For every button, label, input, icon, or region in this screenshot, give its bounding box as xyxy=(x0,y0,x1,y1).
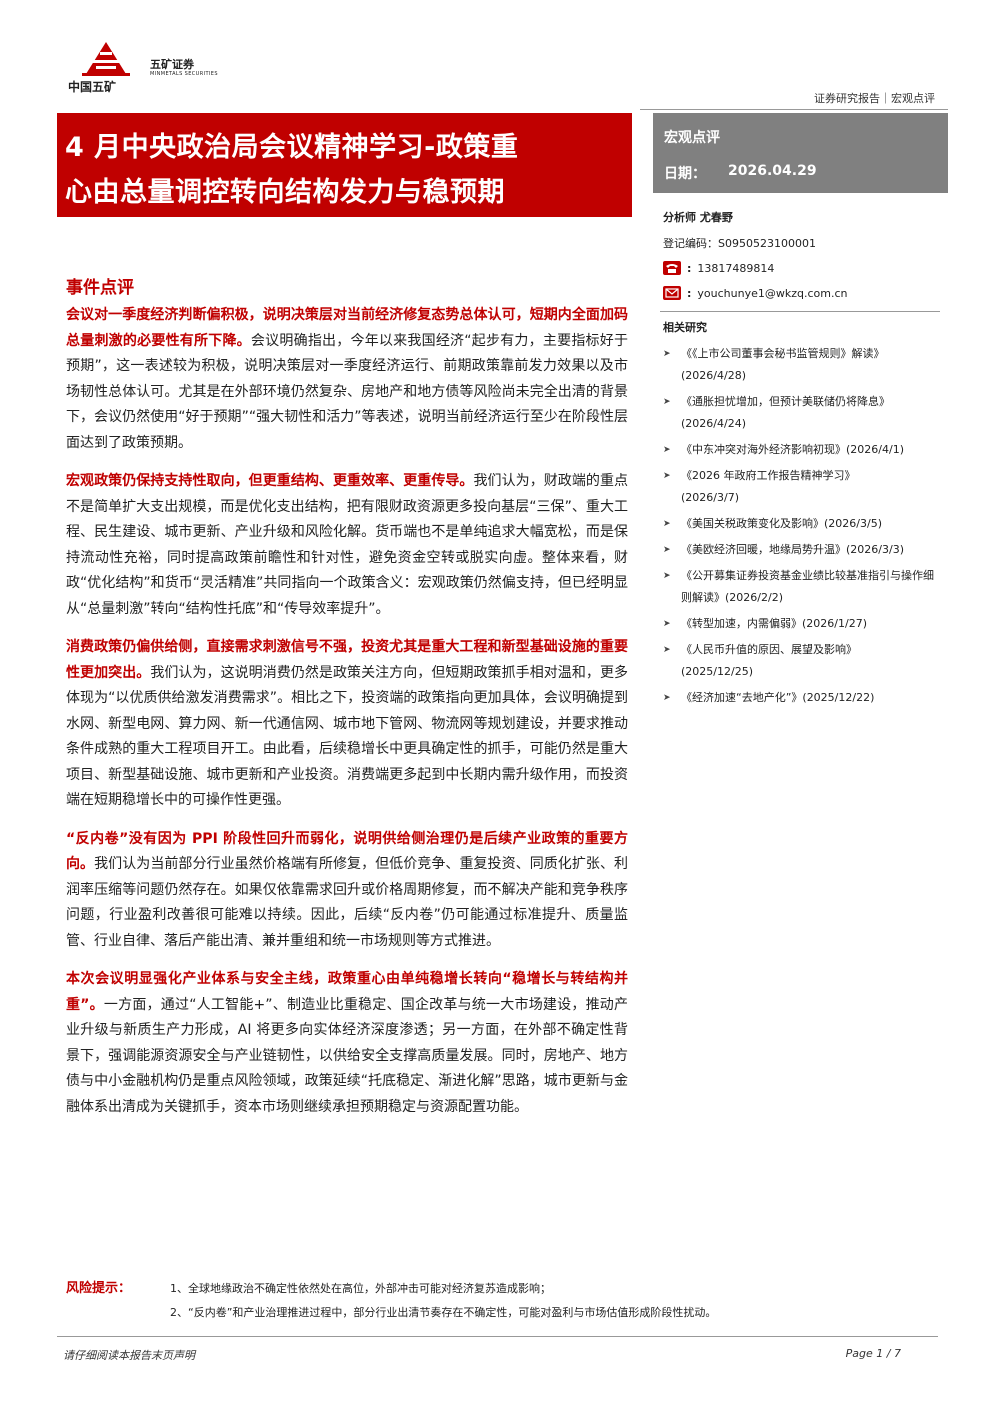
risk-warning: 风险提示： 1、全球地缘政治不确定性依然处在高位，外部冲击可能对经济复苏造成影响… xyxy=(66,1277,946,1325)
report-title-box: 4 月中央政治局会议精神学习-政策重 心由总量调控转向结构发力与稳预期 xyxy=(57,113,632,217)
report-category: 宏观点评 xyxy=(664,130,720,146)
bullet-arrow-icon: ➤ xyxy=(663,349,671,359)
logo-group-name: 中国五矿 xyxy=(68,80,117,94)
bullet-arrow-icon: ➤ xyxy=(663,693,671,703)
paragraph-highlight: 宏观政策仍保持支持性取向，但更重结构、更重效率、更重传导。 xyxy=(66,473,474,489)
related-item[interactable]: ➤《《上市公司董事会秘书监管规则》解读》(2026/4/28) xyxy=(663,343,943,387)
analyst-registration: 登记编码：S0950523100001 xyxy=(663,237,816,250)
related-item[interactable]: ➤《公开募集证券投资基金业绩比较基准指引与操作细则解读》(2026/2/2) xyxy=(663,565,943,609)
company-logo: 中国五矿 五矿证券 MINMETALS SECURITIES xyxy=(60,40,220,98)
sidebar-divider xyxy=(660,311,940,312)
paragraph-text: 我们认为，财政端的重点不是简单扩大支出规模，而是优化支出结构，把有限财政资源更多… xyxy=(66,473,629,617)
paragraph-highlight: 会议对一季度经济判断偏积极，说明决策层对当前经济修复态势总体认可，短期内全面加码… xyxy=(66,307,628,349)
related-item[interactable]: ➤《美国关税政策变化及影响》(2026/3/5) xyxy=(663,513,943,535)
related-research-title: 相关研究 xyxy=(663,321,707,334)
bullet-arrow-icon: ➤ xyxy=(663,471,671,481)
body-paragraph: “反内卷”没有因为 PPI 阶段性回升而弱化，说明供给侧治理仍是后续产业政策的重… xyxy=(66,827,628,955)
body-paragraph: 会议对一季度经济判断偏积极，说明决策层对当前经济修复态势总体认可，短期内全面加码… xyxy=(66,303,628,456)
breadcrumb: 证券研究报告｜宏观点评 xyxy=(814,92,935,105)
related-research-list: ➤《《上市公司董事会秘书监管规则》解读》(2026/4/28) ➤《通胀担忧增加… xyxy=(663,343,943,713)
footer-disclaimer: 请仔细阅读本报告末页声明 xyxy=(63,1349,195,1362)
analyst-name: 分析师 尤春野 xyxy=(663,211,733,224)
phone-number: 13817489814 xyxy=(697,261,775,275)
bullet-arrow-icon: ➤ xyxy=(663,545,671,555)
bullet-arrow-icon: ➤ xyxy=(663,519,671,529)
header-divider xyxy=(640,109,948,110)
date-value: 2026.04.29 xyxy=(728,163,817,179)
paragraph-text: 我们认为当前部分行业虽然价格端有所修复，但低价竞争、重复投资、同质化扩张、利润率… xyxy=(66,856,629,949)
report-title-line-1: 4 月中央政治局会议精神学习-政策重 xyxy=(65,132,519,163)
risk-item: 1、全球地缘政治不确定性依然处在高位，外部冲击可能对经济复苏造成影响； xyxy=(170,1282,551,1295)
related-item[interactable]: ➤《中东冲突对海外经济影响初现》(2026/4/1) xyxy=(663,439,943,461)
email-contact: : youchunye1@wkzq.com.cn xyxy=(663,285,848,301)
phone-icon xyxy=(663,261,681,275)
paragraph-highlight: “反内卷”没有因为 PPI 阶段性回升而弱化，说明供给侧治理仍是后续产业政策的重… xyxy=(66,830,628,873)
related-item[interactable]: ➤《通胀担忧增加，但预计美联储仍将降息》(2026/4/24) xyxy=(663,391,943,435)
page-number: Page 1 / 7 xyxy=(845,1347,901,1360)
related-item[interactable]: ➤《转型加速，内需偏弱》(2026/1/27) xyxy=(663,613,943,635)
body-paragraph: 消费政策仍偏供给侧，直接需求刺激信号不强，投资尤其是重大工程和新型基础设施的重要… xyxy=(66,635,628,814)
related-item[interactable]: ➤《美欧经济回暖，地缘局势升温》(2026/3/3) xyxy=(663,539,943,561)
email-address[interactable]: youchunye1@wkzq.com.cn xyxy=(697,286,848,300)
minmetals-emblem-icon xyxy=(82,42,130,76)
body-paragraph: 宏观政策仍保持支持性取向，但更重结构、更重效率、更重传导。我们认为，财政端的重点… xyxy=(66,469,628,622)
paragraph-highlight: 消费政策仍偏供给侧，直接需求刺激信号不强，投资尤其是重大工程和新型基础设施的重要… xyxy=(66,639,628,681)
report-meta-box: 宏观点评 日期： 2026.04.29 xyxy=(653,113,948,193)
related-item[interactable]: ➤《人民币升值的原因、展望及影响》(2025/12/25) xyxy=(663,639,943,683)
logo-securities-en: MINMETALS SECURITIES xyxy=(150,71,218,77)
bullet-arrow-icon: ➤ xyxy=(663,619,671,629)
bullet-arrow-icon: ➤ xyxy=(663,445,671,455)
risk-label: 风险提示： xyxy=(66,1281,132,1296)
related-item[interactable]: ➤《2026 年政府工作报告精神学习》(2026/3/7) xyxy=(663,465,943,509)
bullet-arrow-icon: ➤ xyxy=(663,645,671,655)
paragraph-text: 一方面，通过“人工智能+”、制造业比重稳定、国企改革与统一大市场建设，推动产业升… xyxy=(66,996,629,1115)
bullet-arrow-icon: ➤ xyxy=(663,397,671,407)
report-body: 会议对一季度经济判断偏积极，说明决策层对当前经济修复态势总体认可，短期内全面加码… xyxy=(66,303,628,1133)
logo-securities-name: 五矿证券 xyxy=(150,58,194,71)
related-item[interactable]: ➤《经济加速“去地产化”》(2025/12/22) xyxy=(663,687,943,709)
email-icon xyxy=(663,286,681,300)
date-label: 日期： xyxy=(664,166,706,182)
report-title-line-2: 心由总量调控转向结构发力与稳预期 xyxy=(65,177,505,208)
footer-divider xyxy=(57,1336,938,1337)
risk-item: 2、“反内卷”和产业治理推进过程中，部分行业出清节奏存在不确定性，可能对盈利与市… xyxy=(170,1306,717,1319)
phone-contact: : 13817489814 xyxy=(663,260,774,276)
paragraph-highlight: 本次会议明显强化产业体系与安全主线，政策重心由单纯稳增长转向“稳增长与转结构并重… xyxy=(66,971,628,1013)
section-title: 事件点评 xyxy=(66,278,134,298)
body-paragraph: 本次会议明显强化产业体系与安全主线，政策重心由单纯稳增长转向“稳增长与转结构并重… xyxy=(66,967,628,1120)
paragraph-text: 我们认为，这说明消费仍然是政策关注方向，但短期政策抓手相对温和，更多体现为“以优… xyxy=(66,664,629,809)
bullet-arrow-icon: ➤ xyxy=(663,571,671,581)
paragraph-text: 会议明确指出，今年以来我国经济“起步有力，主要指标好于预期”，这一表述较为积极，… xyxy=(66,332,628,451)
